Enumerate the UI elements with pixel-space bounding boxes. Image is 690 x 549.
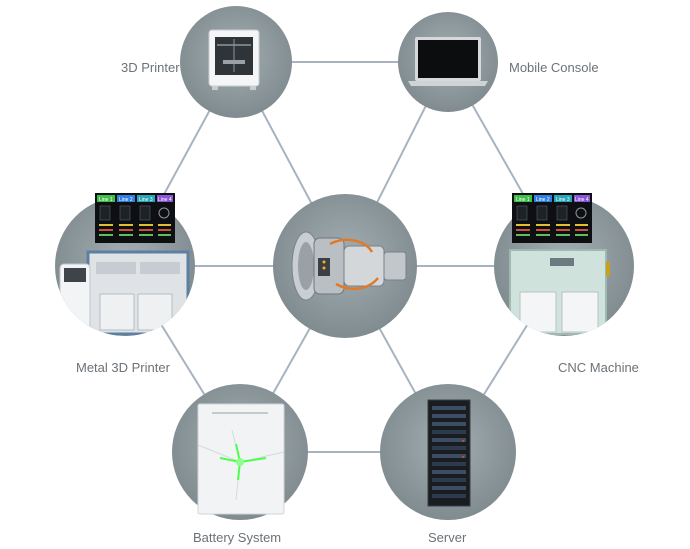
node-metal-3d-printer[interactable]: Line 1 Line 2 Line 3 Line 4 [55,193,195,336]
screen-tab-3: Line 3 [139,197,153,203]
node-cnc-machine[interactable]: Line 1 Line 2 Line 3 Line 4 [494,193,634,336]
screen-tab-3: Line 3 [556,197,570,203]
node-mobile-console[interactable] [398,12,498,112]
label-metal-3d-printer: Metal 3D Printer [76,360,170,375]
screen-tab-4: Line 4 [158,197,172,203]
label-mobile-console: Mobile Console [509,60,599,75]
server-rack-icon [427,399,471,507]
engine-icon [291,231,407,301]
laptop-icon [408,37,488,86]
screen-tab-1: Line 1 [99,197,113,203]
node-battery-system[interactable] [172,384,308,520]
production-screen-right: Line 1 Line 2 Line 3 Line 4 [512,193,592,243]
label-server: Server [428,530,467,545]
screen-tab-2: Line 2 [536,197,550,203]
screen-tab-1: Line 1 [516,197,530,203]
battery-icon [197,403,285,515]
node-3d-printer[interactable] [180,6,292,118]
node-hub[interactable] [273,194,417,338]
screen-tab-2: Line 2 [119,197,133,203]
screen-tab-4: Line 4 [575,197,589,203]
metal-3d-printer-icon [59,250,190,336]
3d-printer-icon [208,29,260,90]
node-server[interactable] [380,384,516,520]
production-screen-left: Line 1 Line 2 Line 3 Line 4 [95,193,175,243]
label-3d-printer: 3D Printer [121,60,180,75]
label-battery-system: Battery System [193,530,282,545]
label-cnc-machine: CNC Machine [558,360,639,375]
cnc-machine-icon [509,249,610,335]
